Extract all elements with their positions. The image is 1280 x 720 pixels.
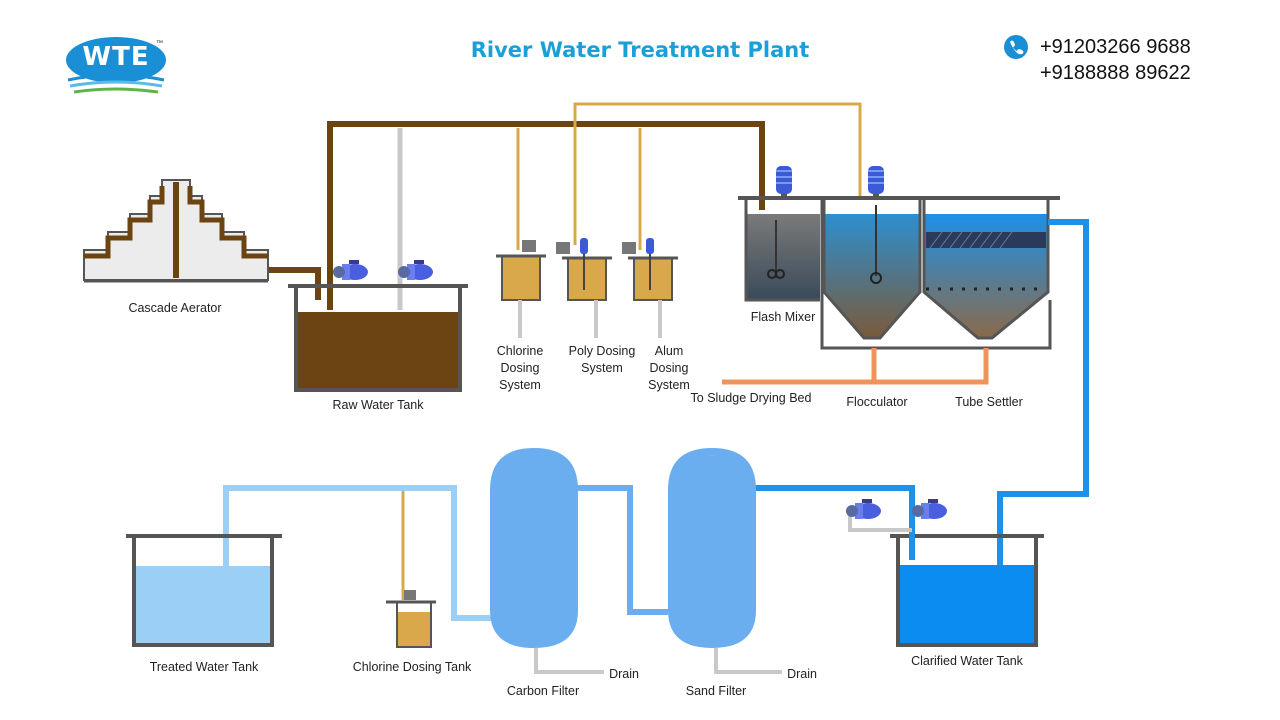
- clarifier-frame: [820, 200, 1052, 350]
- flocculator-motor-icon: [868, 166, 884, 198]
- label-sand-filter: Sand Filter: [685, 684, 747, 698]
- pump-icon: [846, 499, 881, 519]
- label-treated-water-tank: Treated Water Tank: [149, 660, 259, 674]
- label-carbon-filter: Carbon Filter: [506, 684, 580, 698]
- raw-water-tank: [288, 284, 468, 392]
- flash-mixer: [744, 198, 820, 302]
- phone-icon: [1004, 35, 1028, 59]
- clarified-line: [997, 219, 1089, 570]
- filter-pipes: [576, 485, 668, 615]
- sludge-lines: [722, 348, 989, 385]
- logo-trademark: ™: [156, 40, 163, 47]
- phone-number-2: +9188888 89622: [1040, 62, 1191, 84]
- page-title: River Water Treatment Plant: [470, 38, 810, 62]
- treated-water-tank: [126, 534, 282, 647]
- cascade-aerator: [83, 179, 269, 283]
- label-to-sludge-drying-bed: To Sludge Drying Bed: [690, 391, 812, 405]
- raw-water-pipes: [262, 121, 765, 310]
- label-drain-sand: Drain: [787, 667, 817, 681]
- label-raw-water-tank: Raw Water Tank: [332, 398, 424, 412]
- label-chlorine-dosing-tank: Chlorine Dosing Tank: [352, 660, 472, 674]
- label-clarified-water-tank: Clarified Water Tank: [911, 654, 1023, 668]
- sand-filter: [668, 448, 782, 674]
- tube-settler: [922, 200, 1050, 340]
- phone-number-1: +91203266 9688: [1040, 36, 1191, 58]
- carbon-filter: [490, 448, 604, 674]
- label-drain-carbon: Drain: [609, 667, 639, 681]
- poly-dosing-system: [556, 238, 612, 338]
- wte-logo: [66, 37, 166, 94]
- chlorine-dosing-tank: [386, 590, 436, 648]
- label-cascade-aerator: Cascade Aerator: [128, 301, 222, 315]
- dosing-lines: [401, 102, 862, 600]
- pump-icon: [333, 260, 368, 280]
- label-poly-dosing-system: Poly Dosing System: [568, 344, 636, 375]
- logo-wordmark: WTE: [82, 42, 150, 72]
- label-alum-dosing-system: Alum Dosing System: [648, 344, 690, 392]
- treated-water-pipes: [223, 485, 492, 621]
- label-tube-settler: Tube Settler: [955, 395, 1023, 409]
- chlorine-dosing-system: [496, 240, 546, 338]
- alum-dosing-system: [622, 238, 678, 338]
- pump-icon: [398, 260, 433, 280]
- pump-icon: [912, 499, 947, 519]
- mixer-motor-icon: [776, 166, 792, 198]
- flocculator: [822, 200, 922, 340]
- label-flash-mixer: Flash Mixer: [750, 310, 816, 324]
- bypass-pipe: [848, 512, 912, 532]
- label-flocculator: Flocculator: [846, 395, 908, 409]
- feed-pipe: [752, 485, 915, 560]
- label-chlorine-dosing-system: Chlorine Dosing System: [496, 344, 544, 392]
- clarified-water-tank: [890, 534, 1044, 647]
